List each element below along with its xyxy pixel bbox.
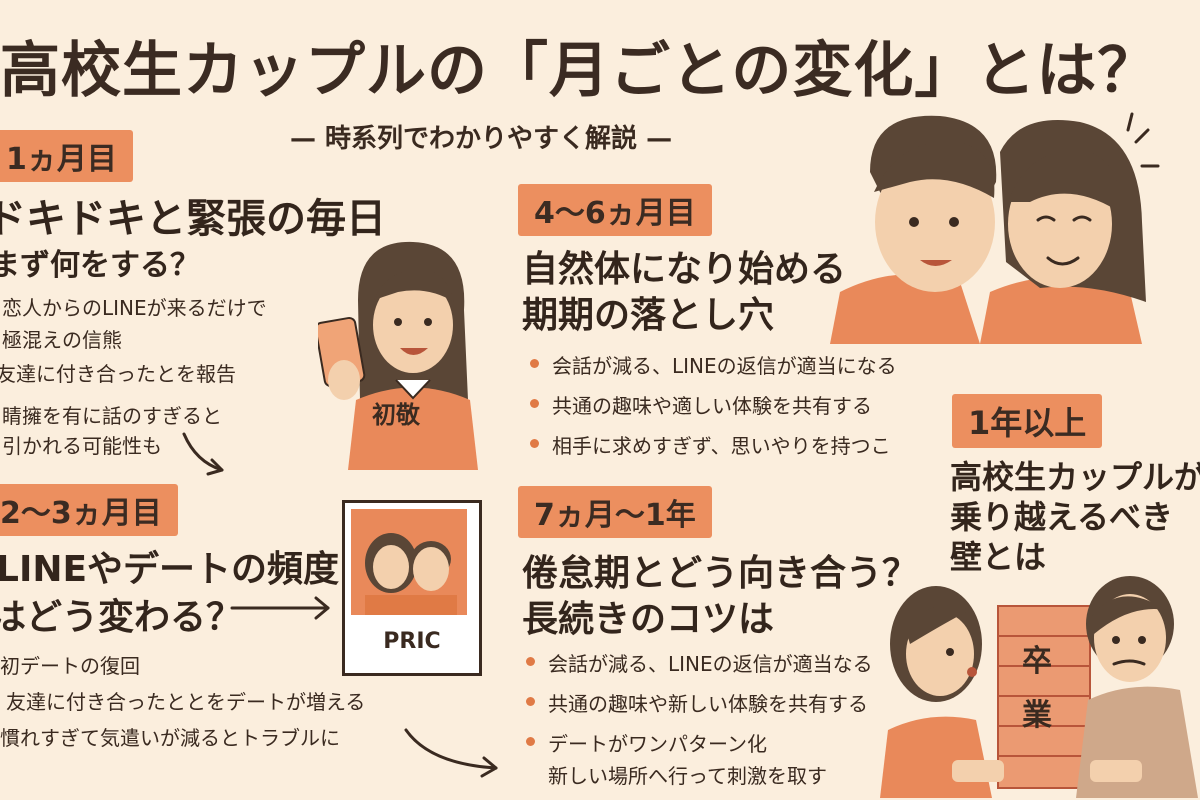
s4-bullet-1: 会話が減る、LINEの返信が適当なる <box>522 648 873 677</box>
s3-bullet-list: 会話が減る、LINEの返信が適当になる 共通の趣味や適しい体験を共有する 相手に… <box>526 350 897 470</box>
s5-heading-line-2: 乗り越えるべき <box>950 498 1174 536</box>
s1-subheading: まず何をする？ <box>0 248 200 283</box>
sign-char-2: 業 <box>1022 698 1052 733</box>
curved-arrow-icon <box>182 432 224 476</box>
s5-heading-line-3: 壁とは <box>950 538 1047 576</box>
s4-extra-line: 新しい場所へ行って刺激を取す <box>548 764 827 788</box>
right-arrow-icon <box>230 596 330 620</box>
s3-heading-line-2: 期期の落とし穴 <box>522 295 775 336</box>
s3-bullet-2: 共通の趣味や適しい体験を共有する <box>526 390 897 419</box>
s2-heading-line-1: LINEやデートの頻度 <box>0 549 340 590</box>
tag-month-1: 1ヵ月目 <box>0 130 133 182</box>
page-title: 高校生カップルの「月ごとの変化」とは？ <box>0 36 1159 106</box>
couple-photo <box>351 509 467 615</box>
graduation-couple-illustration <box>880 576 1198 798</box>
s2-heading-line-2: はどう変わる？ <box>0 597 243 638</box>
s4-bullet-3: デートがワンパターン化 <box>522 728 873 757</box>
s4-heading-line-2: 長続きのコツは <box>522 599 775 640</box>
s2-line-1: 初デートの復回 <box>0 654 140 678</box>
girl-with-phone-illustration <box>318 241 478 470</box>
page-subtitle: — 時系列でわかりやすく解説 — <box>290 124 673 154</box>
s3-heading-line-1: 自然体になり始める <box>522 249 847 290</box>
couple-illustration <box>830 112 1160 344</box>
s1-line-3: 友達に付き合ったとを報告 <box>0 362 236 386</box>
tag-month-7-12: 7ヵ月〜1年 <box>518 486 712 538</box>
s2-line-3: 慣れすぎて気遣いが減るとトラブルに <box>0 726 340 750</box>
s3-bullet-1: 会話が減る、LINEの返信が適当になる <box>526 350 897 379</box>
s3-bullet-3: 相手に求めすぎず、思いやりを持つこ <box>526 430 897 459</box>
s1-line-4: 睛擁を有に話のすぎると <box>2 404 222 428</box>
s1-line-2: 極混えの信熊 <box>2 328 122 352</box>
s4-bullet-2: 共通の趣味や新しい体験を共有する <box>522 688 873 717</box>
s5-heading-line-1: 高校生カップルが <box>950 458 1200 496</box>
tag-over-1-year: 1年以上 <box>952 394 1103 448</box>
s1-heading: ドキドキと緊張の毎日 <box>0 196 386 242</box>
shirt-badge: 初敬 <box>372 401 420 429</box>
photo-frame: PRIC <box>342 500 482 676</box>
s1-line-1: 恋人からのLINEが来るだけで <box>2 296 267 320</box>
s1-line-5: 引かれる可能性も <box>2 434 162 458</box>
s4-heading-line-1: 倦怠期とどう向き合う？ <box>522 553 919 594</box>
tag-month-2-3: 2〜3ヵ月目 <box>0 484 178 536</box>
s4-bullet-list: 会話が減る、LINEの返信が適当なる 共通の趣味や新しい体験を共有する デートが… <box>522 648 873 768</box>
sign-char-1: 卒 <box>1022 644 1052 679</box>
tag-month-4-6: 4〜6ヵ月目 <box>518 184 712 236</box>
curved-arrow-icon <box>404 728 498 778</box>
s2-line-2: 友達に付き合ったととをデートが増える <box>6 690 366 714</box>
photo-caption: PRIC <box>383 629 441 654</box>
